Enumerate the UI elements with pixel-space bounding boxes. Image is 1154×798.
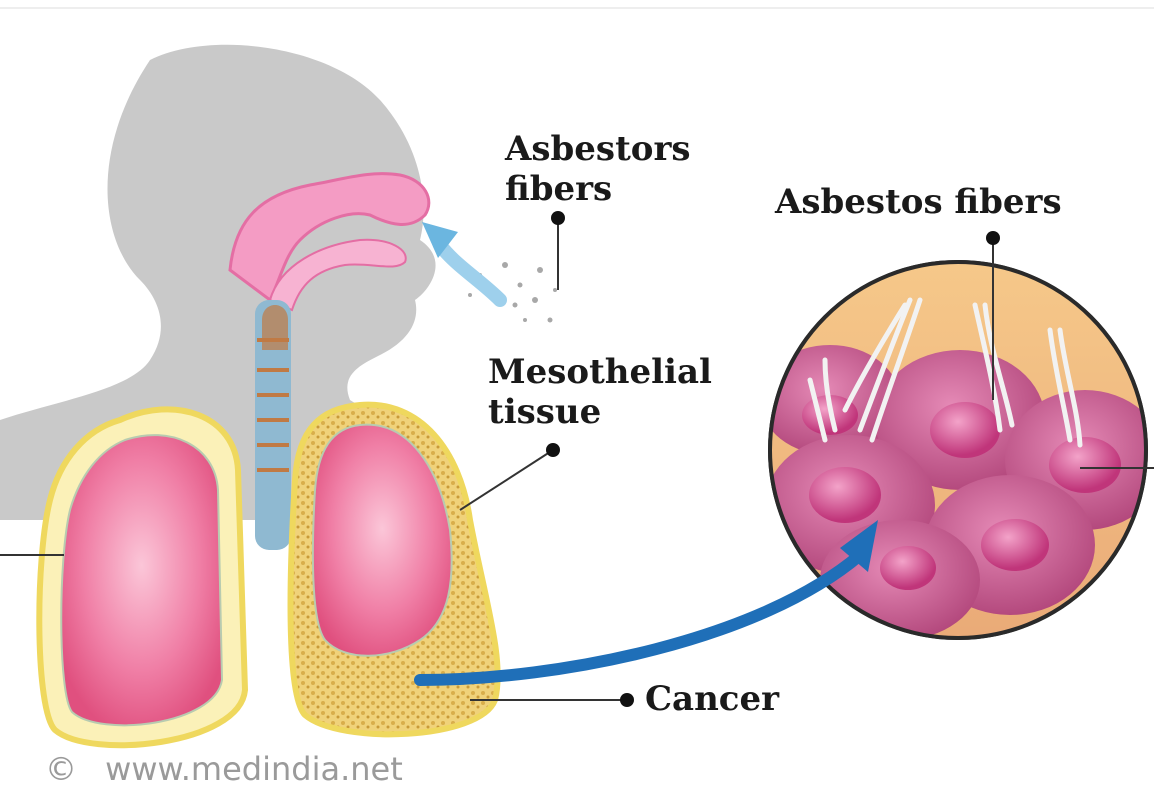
label-asbestos-fibers: Asbestos fibers (775, 183, 1062, 221)
left-lung (61, 435, 222, 725)
inhaled-fibers-dot (551, 211, 565, 225)
mesothelial-pointer-line (460, 450, 553, 510)
credit-url: www.medindia.net (105, 750, 403, 788)
zoom-circle (760, 250, 1154, 670)
cancer-dot (620, 693, 634, 707)
copyright-icon: © (45, 750, 77, 788)
larynx (262, 305, 288, 350)
mesothelial-dot (546, 443, 560, 457)
label-mesothelial-line2: tissue (488, 393, 601, 431)
credit: © www.medindia.net (45, 750, 403, 788)
zoom-fibers-dot (986, 231, 1000, 245)
label-asbestors-line2: fibers (505, 170, 612, 208)
inhale-arrow (440, 245, 500, 300)
label-cancer: Cancer (645, 680, 779, 718)
label-asbestors-line1: Asbestors (505, 130, 691, 168)
label-mesothelial-line1: Mesothelial (488, 353, 712, 391)
